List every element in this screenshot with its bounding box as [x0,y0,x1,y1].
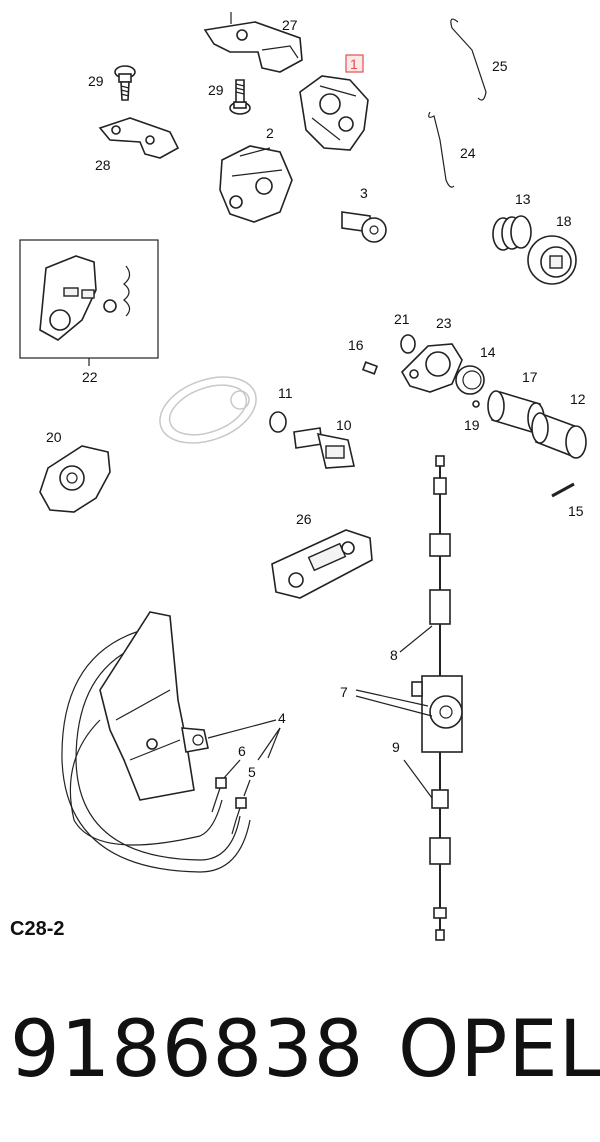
part-15-pin [551,482,575,498]
part-number: 9186838 [10,1005,365,1095]
part-6-clip [211,777,227,813]
part-14-ring [455,365,485,395]
part-19-ball [472,400,480,408]
part-28-bracket [98,117,180,159]
label-25: 25 [492,58,508,74]
part-11-oring [269,411,287,433]
label-1: 1 [350,56,358,72]
part-12-sleeve [531,412,587,459]
label-21: 21 [394,311,410,327]
label-4: 4 [278,710,286,726]
label-2: 2 [266,125,274,141]
part-door-latch-plate [99,611,209,801]
label-10: 10 [336,417,352,433]
part-24-rod [428,111,455,188]
label-24: 24 [460,145,476,161]
brand-name: OPEL [398,1005,600,1095]
part-25-spring-wire [450,18,487,101]
part-26-holder [271,529,373,599]
label-7: 7 [340,684,348,700]
part-23-bezel [401,343,463,393]
label-8: 8 [390,647,398,663]
label-6: 6 [238,743,246,759]
part-13-spring [492,215,532,251]
part-3-screw [341,211,387,243]
part-20-cover [39,445,111,513]
part-21-ring [400,334,416,354]
label-28: 28 [95,157,111,173]
ghost-gasket [159,376,257,444]
label-15: 15 [568,503,584,519]
cable-loop [61,627,251,873]
label-19: 19 [464,417,480,433]
label-3: 3 [360,185,368,201]
exploded-parts-diagram: 27 29 29 28 1 2 3 [19,12,587,941]
label-14: 14 [480,344,496,360]
label-16: 16 [348,337,364,353]
label-18: 18 [556,213,572,229]
part-29-screw-left [114,65,136,101]
part-27-bracket [203,12,303,73]
label-12: 12 [570,391,586,407]
label-17: 17 [522,369,538,385]
label-11: 11 [278,385,293,401]
part-22-kit-box [19,239,159,366]
label-20: 20 [46,429,62,445]
highlight-box-1 [345,54,364,73]
label-27: 27 [282,17,298,33]
part-5-clip [231,797,247,835]
part-2-latch [219,145,293,223]
label-9: 9 [392,739,400,755]
diagram-code: C28-2 [10,918,65,940]
footer: 9186838 OPEL [0,995,600,1105]
part-18-cap [527,235,577,285]
label-26: 26 [296,511,312,527]
part-10-key [293,427,355,469]
label-29-left: 29 [88,73,104,89]
label-22: 22 [82,369,98,385]
label-5: 5 [248,764,256,780]
part-16-pin [361,361,379,375]
label-29-right: 29 [208,82,224,98]
part-1-lock-assembly [299,75,369,151]
label-13: 13 [515,191,531,207]
rod-assembly [411,455,463,941]
label-23: 23 [436,315,452,331]
part-29-screw-right [229,79,251,115]
